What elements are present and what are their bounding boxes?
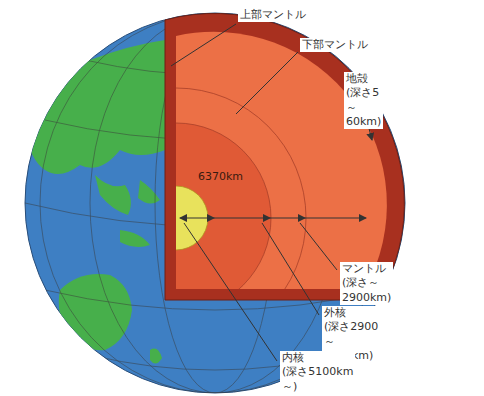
layer-name: 上部マントル: [238, 8, 308, 22]
layer-callout: 地殻 (深さ5～60km): [344, 72, 383, 129]
radius-label: 6370km: [196, 170, 245, 184]
layer-callout: マントル (深さ～2900km): [340, 262, 393, 305]
layer-callout: 内核 (深さ5100km～): [280, 351, 355, 394]
layer-name: 下部マントル: [300, 38, 370, 52]
